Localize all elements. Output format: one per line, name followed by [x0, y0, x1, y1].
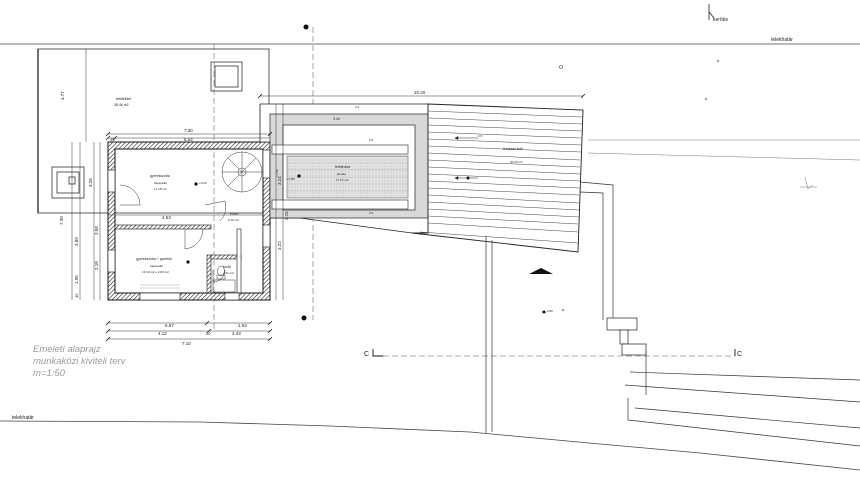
north-arrow-icon	[708, 4, 715, 20]
axis-marker-top	[303, 24, 309, 30]
windows	[107, 149, 271, 301]
section-left-label: C	[364, 351, 369, 358]
terrace-width: 3.40	[333, 117, 340, 121]
dim-b-7-10: 7.10	[182, 341, 191, 346]
section-marker-icon	[372, 349, 736, 357]
building-walls	[107, 141, 271, 301]
level-dot-2	[186, 260, 190, 264]
dimension-ticks	[105, 93, 586, 342]
dim-h-1-95: 1.95	[74, 275, 79, 284]
dim-h-3-28: 3.28	[88, 178, 93, 187]
property-boundary-bottom	[0, 420, 860, 471]
neighbor-label: kerítés	[713, 17, 729, 23]
dim-h-2-15: 2.15	[284, 211, 289, 220]
level-dot-3	[297, 174, 301, 178]
roof-area-value: 38.46 m2	[114, 103, 129, 107]
level-2: +3.60	[275, 169, 279, 177]
dim-b-4-12: 4.12	[158, 331, 167, 336]
small-marker-3	[561, 308, 565, 312]
level-dot-4	[466, 176, 470, 180]
dim-h-2-18: 2.18	[94, 261, 99, 270]
small-marker-2	[704, 97, 708, 101]
hall-area: 8.70 m2	[228, 218, 239, 222]
dim-b-20: 20	[206, 331, 211, 336]
dim-h-3-24: 3.24	[277, 176, 282, 185]
dim-h-45: 45	[74, 293, 79, 298]
level-dot-1	[194, 182, 198, 186]
dim-b-5-57: 5.57	[165, 323, 174, 328]
ground-level: 0.80	[547, 309, 553, 313]
level-1: +3.60	[199, 181, 207, 185]
dim-w-6-54: 6.54	[184, 137, 193, 142]
boundary-top-label: telekhatár	[771, 37, 793, 43]
dim-w-7-30: 7.30	[184, 128, 193, 133]
dim-h-4-77: 4.77	[60, 91, 65, 100]
room-lower-area: 13.10 m2 + 2.83 m2	[142, 270, 169, 274]
dim-w-4-53: 4.53	[162, 215, 171, 220]
dim-h-3-22: 3.22	[277, 241, 282, 250]
bath-area: 4.91 m2	[223, 271, 234, 275]
slope-roof-1: 2.5	[478, 134, 483, 138]
room-upper-area: 17.28 m2	[154, 187, 167, 191]
small-marker	[716, 59, 720, 63]
ground-paths	[485, 181, 860, 447]
wardrobe	[140, 284, 180, 289]
terrace-floor: járólap	[336, 172, 346, 176]
dim-b-2-43: 2.43	[232, 331, 241, 336]
terrace-deck-lines	[287, 162, 408, 192]
dim-roof-2-15: 2.5	[355, 105, 360, 109]
neighbor-lines	[587, 139, 860, 190]
ground-level-dot	[542, 310, 546, 314]
terrace	[259, 103, 429, 234]
slope-terrace-1: 2.5	[369, 138, 374, 142]
axis-marker-mid	[559, 65, 563, 69]
boundary-left-label: telekhatár	[12, 415, 34, 421]
room-lower-name: gyerekszoba + gardrób	[136, 257, 172, 261]
room-lower-floor: hajópadló	[150, 264, 163, 268]
dim-b-1-52: 1.52	[238, 323, 247, 328]
metal-roof-area: 40.40 m2	[510, 160, 523, 164]
metal-roof	[411, 103, 584, 253]
dim-h-3-58: 3.58	[94, 226, 99, 235]
caption-scale: m=1:50	[33, 368, 65, 379]
drawing-caption: Emeleti alaprajz munkaközi kiviteli terv…	[33, 344, 125, 380]
caption-title: Emeleti alaprajz	[33, 344, 101, 355]
steps	[606, 317, 647, 356]
hall-name: előtér	[230, 212, 240, 216]
dim-w-45: 45	[110, 137, 115, 142]
section-right-label: C	[737, 351, 742, 358]
spiral-stair	[221, 151, 263, 193]
dim-h-7-30: 7.30	[59, 216, 64, 225]
bath-name: fürdő	[223, 265, 231, 269]
room-upper-floor: hajópadló	[154, 181, 167, 185]
terrace-area: 17.07 m2	[336, 178, 349, 182]
level-3: +3.80	[287, 177, 295, 181]
dim-top-total: 15.20	[414, 90, 426, 95]
caption-subtitle: munkaközi kiviteli terv	[33, 356, 126, 367]
elevation-triangle-icon	[529, 268, 553, 274]
axis-marker-bottom	[301, 315, 307, 321]
terrace-name: tetőterasz	[335, 165, 351, 169]
room-upper-name: gyerekszoba	[150, 174, 170, 178]
bath-fixtures	[212, 265, 236, 293]
roof-area-name: tetőfelület	[116, 97, 131, 101]
slope-terrace-2: 2.5	[369, 211, 374, 215]
metal-roof-name: lemezes tető	[503, 147, 523, 151]
dimension-lines	[71, 49, 583, 340]
dim-h-3-89: 3.89	[74, 237, 79, 246]
